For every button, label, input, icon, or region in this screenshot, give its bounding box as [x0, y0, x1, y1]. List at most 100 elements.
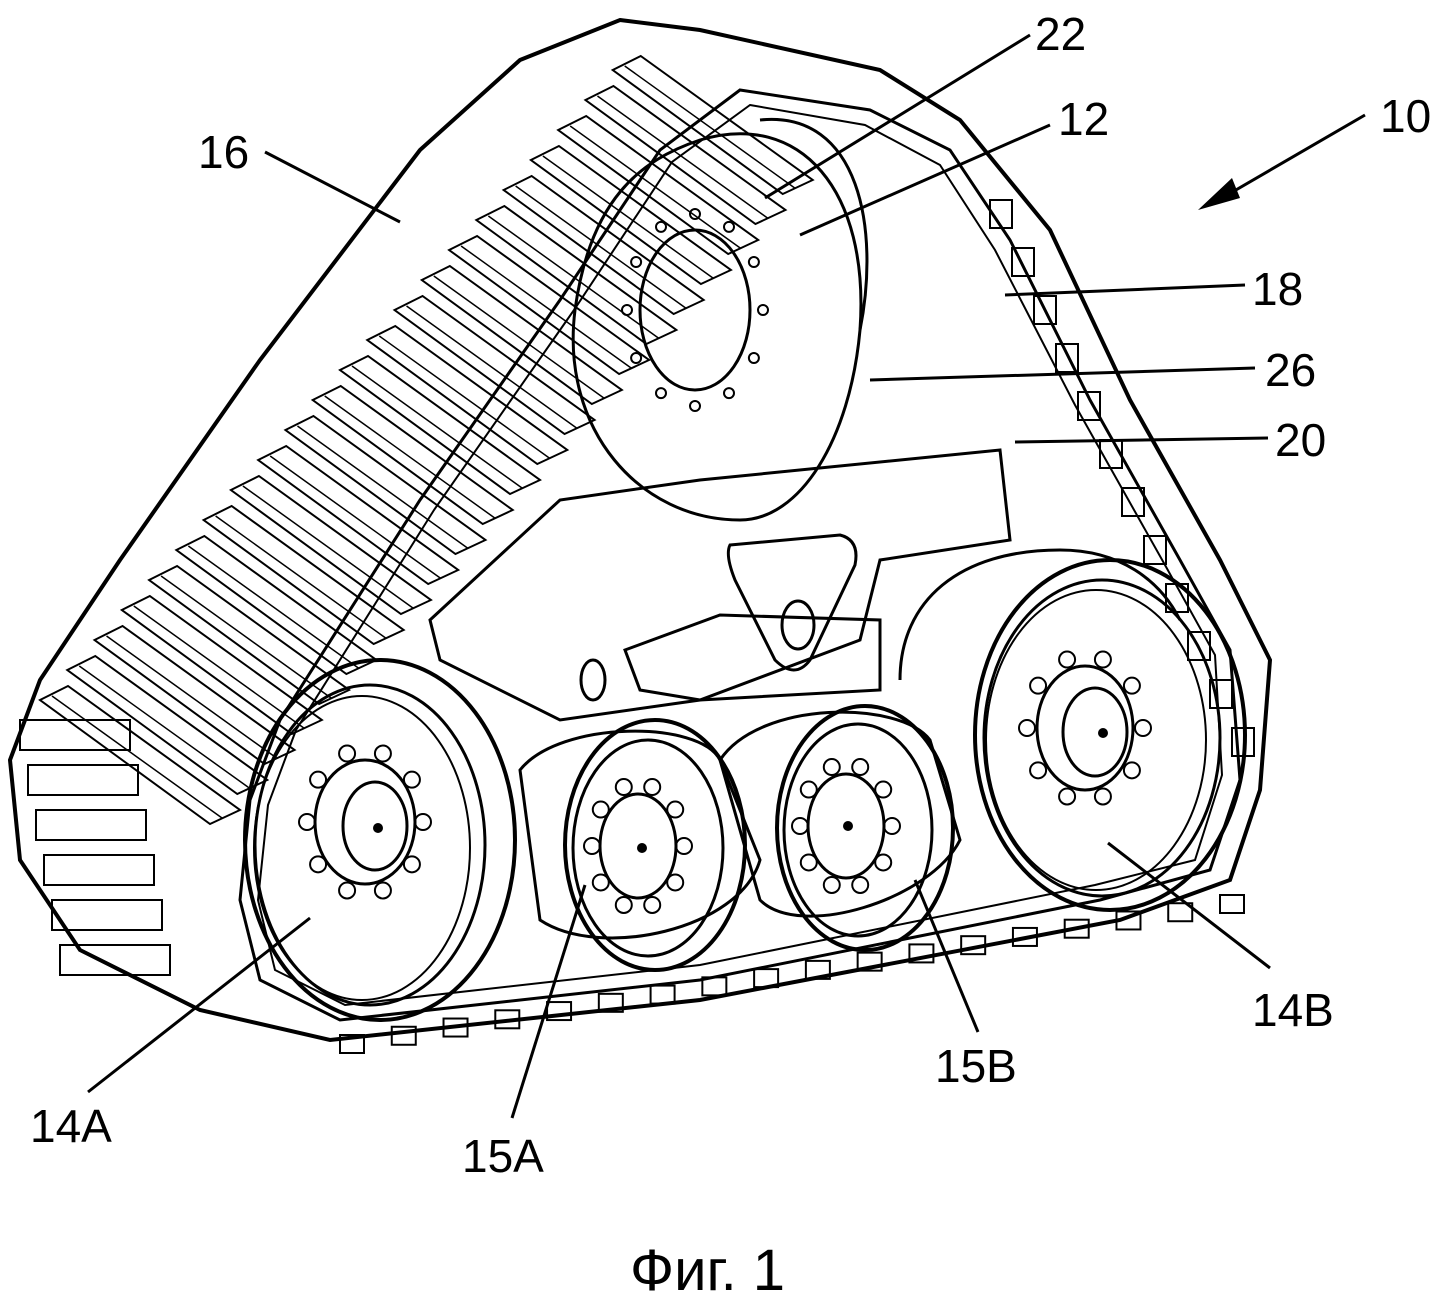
label-26: 26	[1265, 344, 1316, 396]
wheel-bolt	[591, 800, 610, 819]
frame	[428, 448, 1012, 722]
wheel-bolt	[402, 855, 421, 874]
wheel-bolt	[338, 744, 357, 763]
tread-lug	[228, 474, 433, 616]
tread-lug-edge	[215, 515, 387, 639]
ground-lug	[1219, 894, 1245, 914]
label-22: 22	[1035, 8, 1086, 60]
hub-bolt	[757, 304, 769, 316]
wheel-bolts	[298, 650, 1152, 914]
ground-lug	[960, 935, 987, 956]
tread-lug-edge	[269, 455, 441, 579]
ground-lug	[649, 984, 676, 1005]
hub-bolt	[655, 387, 667, 400]
ground-lug	[908, 943, 935, 964]
ground-lug	[1063, 918, 1090, 939]
wheel-bolt	[822, 875, 841, 894]
wheel-bolt	[1058, 787, 1077, 806]
ground-lug	[494, 1009, 521, 1030]
wheel-bolt	[1018, 719, 1036, 737]
wheel-bolt	[591, 873, 610, 892]
leader-14a	[87, 916, 311, 1094]
tread-lug-edge	[569, 125, 741, 249]
ground-lug	[856, 951, 883, 972]
wheel-bolt	[874, 853, 893, 872]
tread-lug	[583, 84, 788, 226]
ground-lug	[701, 976, 728, 997]
wheel-bolt	[373, 881, 392, 900]
wheel-bolt	[614, 778, 633, 797]
hub-bolt	[723, 387, 735, 400]
label-14a: 14A	[30, 1100, 112, 1152]
tread-lug-edge	[51, 695, 223, 819]
tread-lug	[283, 414, 488, 556]
tread-lug	[338, 354, 542, 496]
tread-lug-edge	[378, 335, 550, 459]
tread-lug	[528, 144, 733, 286]
wheel-bolt	[851, 758, 870, 777]
tread-lug	[59, 944, 171, 976]
hub-bolt	[747, 352, 760, 364]
ground-lug	[597, 992, 624, 1013]
hub-bolt	[747, 256, 760, 268]
ground-lug	[442, 1017, 469, 1038]
tread-lug	[474, 204, 679, 346]
tread-lug-edge	[542, 155, 714, 279]
tread-lug-edge	[406, 305, 577, 429]
tread-lug	[147, 564, 352, 706]
idler-wheel-14b	[898, 548, 1247, 912]
hub-bolt	[621, 304, 633, 316]
roller-wheel-15b	[718, 704, 962, 952]
leader-15a	[510, 884, 587, 1119]
tread-lug-edge	[160, 575, 332, 699]
tread-lug	[201, 504, 406, 646]
tread-lugs	[19, 54, 1255, 976]
ground-lug	[390, 1025, 417, 1046]
tread-lug	[310, 384, 515, 526]
label-15b: 15B	[935, 1040, 1017, 1092]
hub-bolts	[621, 208, 769, 412]
tread-lug	[92, 624, 297, 766]
leader-16	[264, 150, 401, 224]
ground-lug	[1115, 910, 1142, 931]
tread-lug	[1055, 343, 1079, 373]
hub-bolt	[689, 208, 701, 220]
hub-bolt	[723, 220, 735, 233]
tread-lug	[27, 764, 139, 796]
tread-lug	[19, 719, 131, 751]
wheel-bolt	[583, 837, 601, 855]
wheel-bolt	[851, 875, 870, 894]
tread-lug-edge	[78, 665, 250, 789]
reference-labels: 16 22 12 10 18 26 20 14A 15A 15B 14B	[30, 8, 1431, 1182]
tread-lug	[1033, 295, 1057, 325]
wheel-bolt	[822, 758, 841, 777]
wheel-bolt	[799, 853, 818, 872]
tread-lug	[256, 444, 461, 586]
wheel-bolt	[309, 855, 328, 874]
tread-lug-edge	[297, 425, 468, 549]
label-10: 10	[1380, 90, 1431, 142]
figure-caption: Фиг. 1	[630, 1238, 785, 1303]
label-20: 20	[1275, 414, 1326, 466]
tread-lug-edge	[351, 365, 523, 489]
tread-lug-edge	[187, 545, 359, 669]
tread-lug	[1011, 247, 1035, 277]
leader-14b	[1107, 841, 1271, 970]
wheel-bolt	[414, 813, 432, 831]
tread-lug	[1187, 631, 1211, 661]
ground-lugs	[339, 894, 1245, 1054]
tread-lug	[1143, 535, 1167, 565]
tread-lug	[1077, 391, 1101, 421]
tread-lug-edge	[487, 215, 659, 339]
arrowhead-10	[1198, 178, 1240, 210]
tread-lug	[556, 114, 761, 256]
leader-lines	[87, 33, 1366, 1119]
wheel-bolt	[1093, 787, 1112, 806]
wheel-bolt	[1134, 719, 1152, 737]
hub-bolt	[630, 256, 643, 268]
wheel-bolt	[402, 770, 421, 789]
tread-lug	[392, 294, 597, 436]
wheel-bolt	[874, 780, 893, 799]
wheel-bolt	[1122, 676, 1141, 695]
tread-lug-edge	[133, 605, 305, 729]
